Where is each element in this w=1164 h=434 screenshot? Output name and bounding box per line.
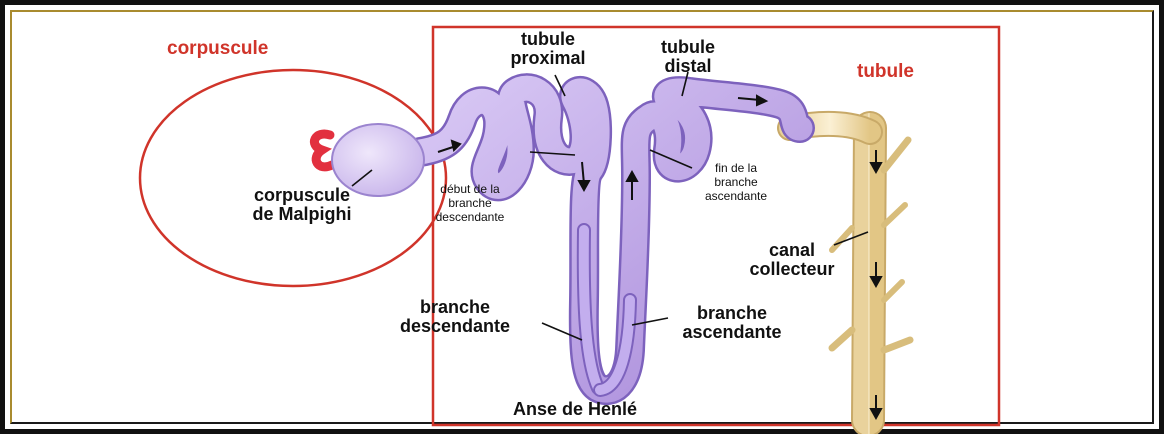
corpuscule-region-label: corpuscule [167, 39, 268, 59]
branche-descendante-label: branche descendante [380, 298, 530, 336]
branche-ascendante-label: branche ascendante [672, 304, 792, 342]
tubule-distal-label: tubule distal [648, 38, 728, 76]
debut-branche-descendante-label: début de la branche descendante [420, 183, 520, 224]
canal-collecteur-label: canal collecteur [742, 241, 842, 279]
tubule-region-label: tubule [857, 62, 914, 82]
renal-tubule-shape [420, 88, 800, 390]
anse-de-henle-label: Anse de Henlé [490, 400, 660, 419]
fin-branche-ascendante-label: fin de la branche ascendante [686, 162, 786, 203]
corpuscule-malpighi-label: corpuscule de Malpighi [242, 186, 362, 224]
tubule-proximal-label: tubule proximal [498, 30, 598, 68]
